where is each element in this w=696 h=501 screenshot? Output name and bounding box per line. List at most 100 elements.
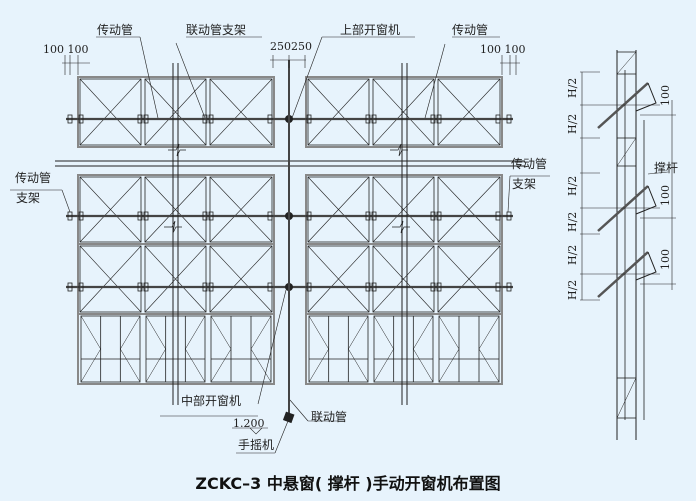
hatch (120, 315, 141, 350)
label-elevation: 1.200 (233, 417, 265, 430)
dim-half-h: H/2 (566, 113, 579, 134)
hatch (145, 315, 166, 350)
dim-100: 100 (659, 185, 672, 206)
window-sash (79, 245, 142, 313)
window-sash (209, 176, 273, 243)
pipe-bracket (430, 282, 436, 292)
sash-diagonal (209, 78, 273, 146)
hatch (80, 315, 101, 350)
hatch (250, 348, 272, 383)
fixed-window (373, 315, 434, 383)
pipe-bracket (506, 282, 512, 292)
pipe-bracket (78, 282, 84, 292)
pipe-bracket (267, 114, 273, 124)
hatch (80, 348, 101, 383)
hatch (616, 377, 637, 419)
break-mark (168, 143, 186, 157)
hatch (373, 315, 394, 350)
pipe-bracket (78, 114, 84, 124)
sash-diagonal (79, 78, 142, 146)
hatch (413, 348, 434, 383)
label-link-pipe-bracket: 联动管支架 (186, 23, 247, 37)
window-sash (437, 78, 501, 146)
window-frame (77, 243, 275, 315)
elevation-mark (249, 427, 263, 435)
window-sash (437, 245, 501, 313)
hatch (373, 348, 394, 383)
window-frame (77, 174, 275, 245)
pipe-bracket (143, 114, 149, 124)
pipe-bracket (208, 282, 214, 292)
sash-diagonal (307, 176, 370, 243)
sash-diagonal (307, 78, 370, 146)
sash-diagonal (437, 78, 501, 146)
pipe-bracket (208, 114, 214, 124)
pipe-bracket (306, 211, 312, 221)
strut (635, 185, 657, 215)
dim-half-h: H/2 (566, 77, 579, 98)
sash-diagonal (372, 176, 435, 243)
pipe-bracket (495, 114, 501, 124)
hatch (308, 315, 329, 350)
label-dim-100-left: 100 100 (43, 43, 89, 56)
label-strut: 撑杆 (654, 161, 679, 175)
window-frame (305, 313, 503, 385)
pipe-bracket (202, 114, 208, 124)
window-frame (305, 174, 503, 245)
window-sash (307, 78, 370, 146)
window-sash (79, 78, 142, 146)
break-mark (392, 220, 410, 234)
hatch (478, 315, 500, 350)
pipe-bracket (137, 282, 143, 292)
sash-diagonal (144, 176, 207, 243)
sash-diagonal (209, 245, 273, 313)
pipe-bracket (78, 211, 84, 221)
label-bracket-left: 支架 (16, 191, 41, 205)
pipe-bracket (506, 114, 512, 124)
sash-diagonal (79, 245, 142, 313)
label-middle-opener: 中部开窗机 (181, 394, 242, 408)
pipe-bracket (365, 211, 371, 221)
label-hand-crank: 手摇机 (238, 438, 275, 452)
pipe-bracket (430, 114, 436, 124)
pipe-bracket (430, 211, 436, 221)
hatch (210, 315, 232, 350)
sash-diagonal (144, 78, 207, 146)
window-sash (209, 78, 273, 146)
fixed-window (438, 315, 500, 383)
window-frame (305, 76, 503, 148)
hatch (145, 348, 166, 383)
window-frame (77, 313, 275, 385)
dim-half-h: H/2 (566, 279, 579, 300)
hatch (616, 51, 637, 75)
pipe-bracket (371, 282, 377, 292)
pipe-bracket (202, 282, 208, 292)
dim-100: 100 (659, 85, 672, 106)
pipe-bracket (495, 211, 501, 221)
pipe-bracket (365, 282, 371, 292)
window-sash (372, 245, 435, 313)
sash-diagonal (372, 78, 435, 146)
pipe-bracket (365, 114, 371, 124)
pipe-bracket (67, 282, 73, 292)
leader (61, 189, 71, 213)
window-sash (79, 176, 142, 243)
dim-half-h: H/2 (566, 175, 579, 196)
strut (635, 251, 657, 281)
window-sash (144, 245, 207, 313)
sash-diagonal (144, 245, 207, 313)
fixed-window (210, 315, 272, 383)
window-frame (305, 243, 503, 315)
dim-half-h: H/2 (566, 244, 579, 265)
hatch (120, 348, 141, 383)
pipe-bracket (371, 211, 377, 221)
pipe-bracket (143, 282, 149, 292)
hatch (478, 348, 500, 383)
pipe-bracket (371, 114, 377, 124)
leader (274, 420, 289, 454)
hatch (308, 348, 329, 383)
pipe-bracket (267, 211, 273, 221)
pipe-bracket (143, 211, 149, 221)
sash-diagonal (372, 245, 435, 313)
